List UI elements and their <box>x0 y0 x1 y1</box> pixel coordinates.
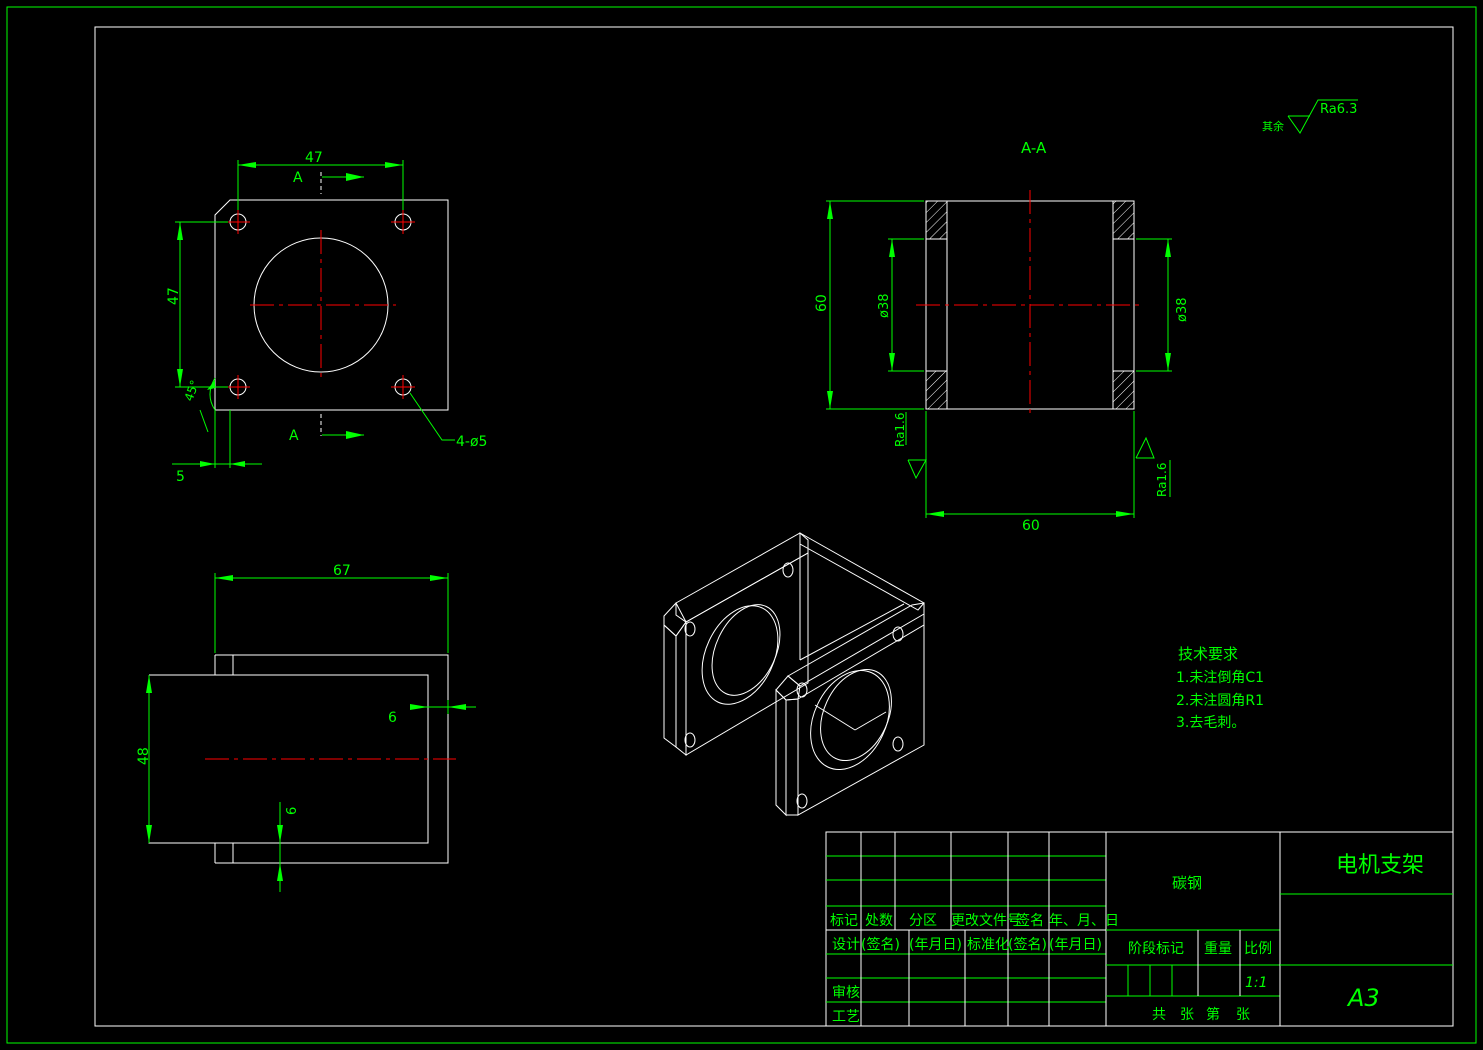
tech-item: 3.去毛刺。 <box>1176 715 1245 731</box>
tb-sheets: 张 <box>1180 1007 1194 1023</box>
section-dim-width: 60 <box>1022 518 1040 534</box>
tech-title: 技术要求 <box>1178 645 1238 663</box>
top-dim-depth: 48 <box>136 747 152 765</box>
tech-item: 1.未注倒角C1 <box>1176 670 1264 686</box>
tb-scale: 比例 <box>1244 941 1272 957</box>
tb-sheet: 张 <box>1236 1007 1250 1023</box>
tb-sheet-size: A3 <box>1346 984 1380 1012</box>
dim-bore-left: ø38 <box>877 294 892 319</box>
tb-process: 工艺 <box>832 1009 860 1025</box>
front-view: A A 47 47 4-ø5 45° 5 <box>166 150 487 485</box>
tb-standard: 标准化 <box>967 937 1009 953</box>
tb-sign3: (签名) <box>1008 936 1047 953</box>
isometric-view <box>663 532 925 817</box>
section-dim-height: 60 <box>814 294 830 312</box>
top-dim-thick-bottom: 6 <box>285 807 300 815</box>
top-dim-width: 67 <box>333 563 351 579</box>
tb-design: 设计 <box>832 937 860 953</box>
dim-width: 47 <box>305 150 323 166</box>
chamfer-angle: 45° <box>182 378 202 403</box>
section-title: A-A <box>1021 139 1047 157</box>
tb-no: 第 <box>1206 1006 1220 1023</box>
tb-sign2: (签名) <box>861 936 900 953</box>
tb-scale-value: 1:1 <box>1245 975 1268 991</box>
hole-callout: 4-ø5 <box>456 434 487 450</box>
tech-requirements: 技术要求 1.未注倒角C1 2.未注圆角R1 3.去毛刺。 <box>1176 645 1264 731</box>
roughness-left: Ra1.6 <box>893 412 907 447</box>
tb-material: 碳钢 <box>1172 874 1202 892</box>
roughness-value: Ra6.3 <box>1320 102 1357 117</box>
tb-date: 年、月、日 <box>1049 913 1119 929</box>
dim-bore-right: ø38 <box>1175 298 1190 323</box>
dim-height: 47 <box>166 287 182 305</box>
inner-frame <box>94 26 1454 1027</box>
chamfer-size: 5 <box>176 469 185 485</box>
top-view: 67 48 6 6 <box>136 563 476 892</box>
tb-date3: (年月日) <box>1049 937 1102 953</box>
top-dim-thick-side: 6 <box>388 710 397 726</box>
tb-zone: 分区 <box>909 913 937 929</box>
section-view: A-A 60 ø38 ø38 60 <box>814 139 1190 534</box>
outer-frame <box>6 6 1477 1044</box>
tb-part-name: 电机支架 <box>1336 853 1424 878</box>
tb-review: 审核 <box>832 985 860 1001</box>
tb-change-doc: 更改文件号 <box>951 913 1021 929</box>
general-roughness: 其余 Ra6.3 <box>1262 99 1358 134</box>
tb-mark: 标记 <box>830 913 858 929</box>
tech-item: 2.未注圆角R1 <box>1176 693 1264 709</box>
section-label-top: A <box>293 170 303 186</box>
roughness-prefix: 其余 <box>1262 119 1284 133</box>
tb-sign: 签名 <box>1016 912 1044 929</box>
tb-count: 处数 <box>865 913 893 929</box>
roughness-right: Ra1.6 <box>1155 462 1169 497</box>
title-block: 标记 处数 分区 更改文件号 签名 年、月、日 设计 (签名) (年月日) 标准… <box>825 831 1454 1027</box>
tb-stage-mark: 阶段标记 <box>1128 941 1184 957</box>
tb-total: 共 <box>1152 1007 1166 1023</box>
tb-weight: 重量 <box>1204 941 1232 957</box>
section-label-bottom: A <box>289 428 299 444</box>
tb-date2: (年月日) <box>909 937 962 953</box>
